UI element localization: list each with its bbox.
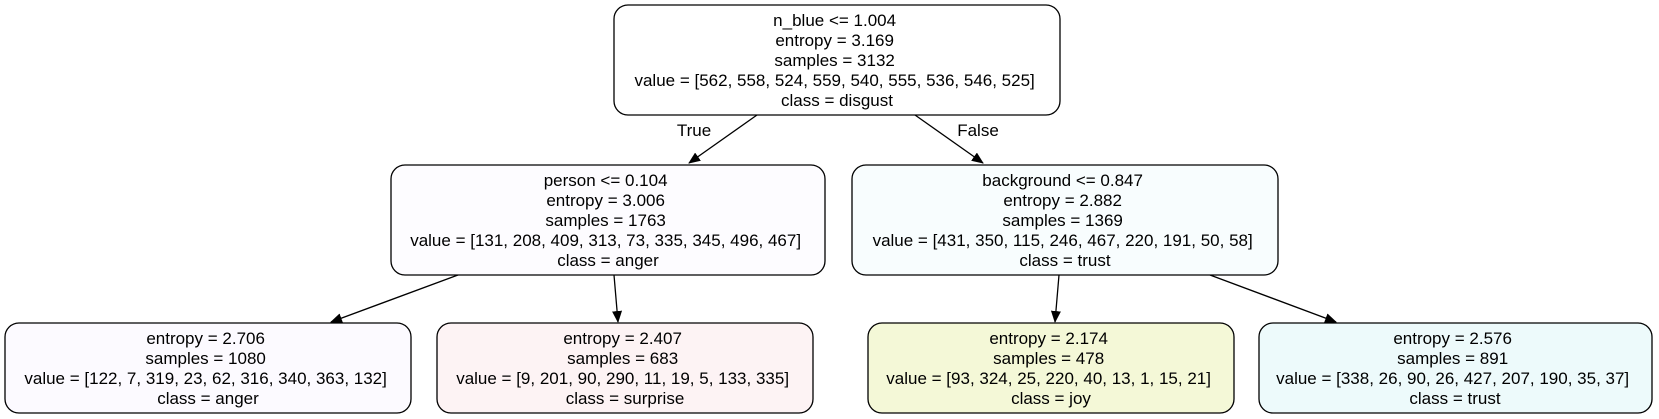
- node-leaf-lr-line-2: samples = 683: [567, 349, 678, 368]
- node-left-line-1: person <= 0.104: [544, 171, 668, 190]
- edge-left-leaf-ll: [330, 274, 459, 323]
- edges: True False: [330, 114, 1337, 323]
- node-leaf-lr-box: [436, 322, 814, 414]
- node-leaf-rl-line-3: value = [93, 324, 25, 220, 40, 13, 1, 15…: [886, 369, 1211, 388]
- node-root-text: n_blue <= 1.004 entropy = 3.169 samples …: [634, 11, 1039, 110]
- node-root-line-4: value = [562, 558, 524, 559, 540, 555, 5…: [634, 71, 1034, 90]
- edge-root-right: [914, 114, 984, 164]
- node-leaf-lr-line-1: entropy = 2.407: [563, 329, 682, 348]
- node-leaf-rr-line-4: class = trust: [1409, 389, 1500, 408]
- node-leaf-ll-line-1: entropy = 2.706: [146, 329, 265, 348]
- node-left-line-3: samples = 1763: [545, 211, 666, 230]
- node-leaf-rr: entropy = 2.576 samples = 891 value = [3…: [1258, 322, 1653, 414]
- node-root-line-1: n_blue <= 1.004: [773, 11, 896, 30]
- node-leaf-rl-line-4: class = joy: [1011, 389, 1091, 408]
- node-leaf-ll-box: [4, 322, 412, 414]
- node-right-text: background <= 0.847 entropy = 2.882 samp…: [873, 171, 1258, 270]
- node-leaf-lr-line-3: value = [9, 201, 90, 290, 11, 19, 5, 133…: [456, 369, 789, 388]
- node-leaf-ll-line-2: samples = 1080: [145, 349, 266, 368]
- node-leaf-rl-line-2: samples = 478: [993, 349, 1104, 368]
- node-leaf-rr-text: entropy = 2.576 samples = 891 value = [3…: [1276, 329, 1634, 408]
- node-leaf-rr-line-1: entropy = 2.576: [1393, 329, 1512, 348]
- edge-left-leaf-lr: [612, 274, 623, 323]
- node-right-line-4: value = [431, 350, 115, 246, 467, 220, 1…: [873, 231, 1253, 250]
- node-right-box: [851, 164, 1279, 276]
- node-root: n_blue <= 1.004 entropy = 3.169 samples …: [613, 4, 1061, 116]
- node-root-line-5: class = disgust: [781, 91, 893, 110]
- node-left-text: person <= 0.104 entropy = 3.006 samples …: [410, 171, 806, 270]
- node-left-line-2: entropy = 3.006: [546, 191, 665, 210]
- node-leaf-ll-line-4: class = anger: [157, 389, 259, 408]
- node-leaf-rr-line-2: samples = 891: [1397, 349, 1508, 368]
- node-right-line-5: class = trust: [1019, 251, 1110, 270]
- node-right-line-3: samples = 1369: [1002, 211, 1123, 230]
- node-leaf-lr: entropy = 2.407 samples = 683 value = [9…: [436, 322, 814, 414]
- node-leaf-rl-line-1: entropy = 2.174: [989, 329, 1108, 348]
- node-root-line-2: entropy = 3.169: [775, 31, 894, 50]
- node-leaf-ll-line-3: value = [122, 7, 319, 23, 62, 316, 340, …: [24, 369, 387, 388]
- edge-root-left: [688, 114, 758, 164]
- node-root-line-3: samples = 3132: [774, 51, 895, 70]
- node-leaf-rr-line-3: value = [338, 26, 90, 26, 427, 207, 190,…: [1276, 369, 1629, 388]
- node-leaf-rl-box: [867, 322, 1235, 414]
- node-leaf-ll-text: entropy = 2.706 samples = 1080 value = […: [24, 329, 391, 408]
- node-left: person <= 0.104 entropy = 3.006 samples …: [390, 164, 826, 276]
- edge-right-leaf-rl: [1050, 274, 1061, 323]
- node-left-line-4: value = [131, 208, 409, 313, 73, 335, 34…: [410, 231, 801, 250]
- node-leaf-rl-text: entropy = 2.174 samples = 478 value = [9…: [886, 329, 1215, 408]
- node-right-line-2: entropy = 2.882: [1003, 191, 1122, 210]
- edge-label-false: False: [957, 121, 999, 140]
- node-left-box: [390, 164, 826, 276]
- node-leaf-rl: entropy = 2.174 samples = 478 value = [9…: [867, 322, 1235, 414]
- node-leaf-lr-line-4: class = surprise: [566, 389, 685, 408]
- node-right-line-1: background <= 0.847: [982, 171, 1143, 190]
- node-right: background <= 0.847 entropy = 2.882 samp…: [851, 164, 1279, 276]
- node-left-line-5: class = anger: [557, 251, 659, 270]
- edge-label-true: True: [677, 121, 711, 140]
- node-leaf-rr-box: [1258, 322, 1653, 414]
- node-leaf-ll: entropy = 2.706 samples = 1080 value = […: [4, 322, 412, 414]
- node-leaf-lr-text: entropy = 2.407 samples = 683 value = [9…: [456, 329, 794, 408]
- node-root-box: [613, 4, 1061, 116]
- edge-right-leaf-rr: [1209, 274, 1337, 323]
